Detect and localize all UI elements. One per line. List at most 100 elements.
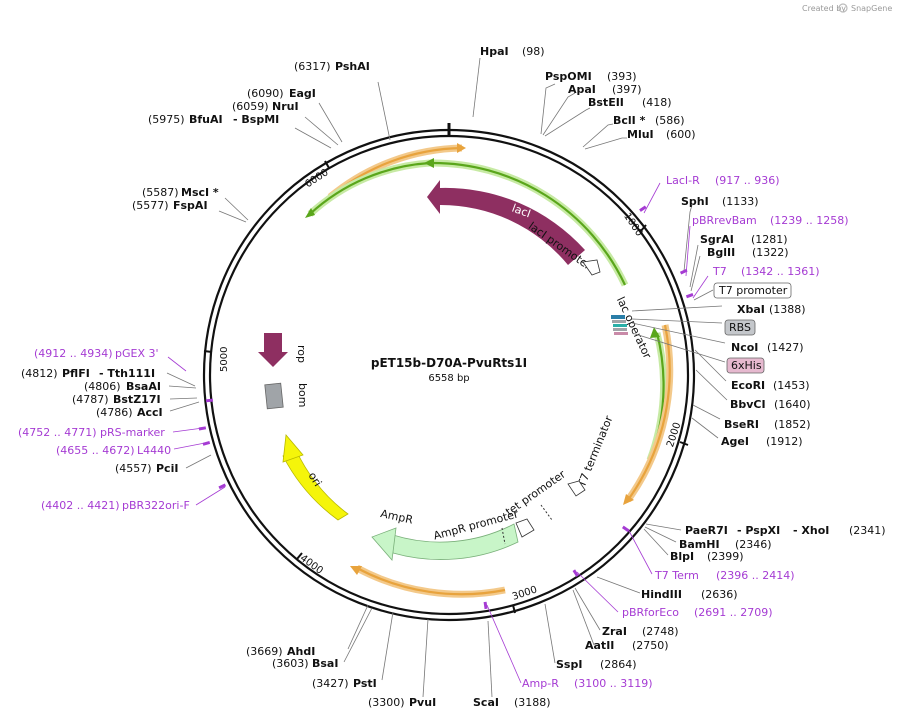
enz-fspai: FspAI (173, 199, 208, 212)
primer-t7: T7 (712, 265, 727, 278)
tick-6000 (324, 160, 330, 169)
enz-bfuai-pos: (5975) (148, 113, 185, 126)
green-arc-right (429, 161, 626, 286)
t7-promoter-box (713, 282, 792, 299)
enz-tth111i: - Tth111I (99, 367, 155, 380)
ori-label: ori (306, 470, 325, 489)
leaders-right (472, 57, 728, 698)
right-labels: HpaI (98) PspOMI (393) ApaI (397) BstEII… (473, 45, 886, 709)
ampr-promoter-arrow (515, 518, 535, 538)
enz-acci: AccI (137, 406, 163, 419)
tick-1000 (639, 224, 647, 233)
primer-pgex3: pGEX 3' (115, 347, 159, 360)
enz-bseri-pos: (1852) (774, 418, 811, 431)
primer-ticks (198, 205, 694, 610)
enz-agei-pos: (1912) (766, 435, 803, 448)
enz-scai-pos: (3188) (514, 696, 551, 709)
t7-terminator-arrow (567, 480, 586, 497)
enz-bamhi-pos: (2346) (735, 538, 772, 551)
enz-bsaai: BsaAI (126, 380, 161, 393)
enz-aatii: AatII (585, 639, 614, 652)
rbs-box (724, 319, 756, 336)
enz-mlui-pos: (600) (666, 128, 696, 141)
enz-sphi: SphI (681, 195, 709, 208)
enz-zrai: ZraI (602, 625, 627, 638)
t7-terminator-label: T7 terminator (575, 414, 616, 490)
primer-prs-marker: pRS-marker (100, 426, 165, 439)
enz-agei: AgeI (721, 435, 749, 448)
enz-pcii: PciI (156, 462, 178, 475)
enz-nrui-pos: (6059) (232, 100, 269, 113)
start-mark (613, 328, 627, 331)
primer-pgex3-range: (4912 .. 4934) (34, 347, 113, 360)
plasmid-name: pET15b-D70A-PvuRts1I (371, 356, 527, 370)
orange-arc-bottom-head (350, 566, 362, 575)
primer-laci-r-range: (917 .. 936) (715, 174, 780, 187)
primer-l4440: L4440 (137, 444, 171, 457)
enz-bsteii: BstEII (588, 96, 624, 109)
orange-arc-bottom-halo (355, 564, 506, 598)
rbs-mark (613, 324, 627, 327)
t7-promoter-box-label: T7 promoter (718, 284, 788, 297)
enz-fspai-pos: (5577) (132, 199, 169, 212)
enz-acci-pos: (4786) (96, 406, 133, 419)
enz-bstz17i: BstZ17I (113, 393, 161, 406)
laci-label: lacI (510, 202, 532, 221)
enz-pcii-pos: (4557) (115, 462, 152, 475)
enz-sgrai: SgrAI (700, 233, 734, 246)
green-arc-small-head (650, 327, 660, 338)
left-labels: (6317) PshAI (6090) EagI (6059) NruI (59… (18, 60, 436, 709)
enz-msci: MscI * (181, 186, 219, 199)
his-mark (614, 332, 628, 335)
ori-arrow-head (282, 434, 304, 463)
enz-bcli-pos: (586) (655, 114, 685, 127)
rop-label: rop (295, 345, 308, 363)
ampr-label: AmpR (379, 507, 414, 527)
enz-paer7i: PaeR7I (685, 524, 728, 537)
green-arc-left-head (305, 208, 315, 218)
enz-bcli: BclI * (613, 114, 646, 127)
enz-bsaai-pos: (4806) (84, 380, 121, 393)
enz-pspomi: PspOMI (545, 70, 592, 83)
enz-hpai: HpaI (480, 45, 509, 58)
enz-xhoi-pos: (2341) (849, 524, 886, 537)
tick-4000 (296, 552, 303, 560)
ampr-arrow-head (371, 527, 397, 561)
enz-pspomi-pos: (393) (607, 70, 637, 83)
laci-promoter-arrow (582, 259, 601, 276)
enz-bspmi: - BspMI (233, 113, 279, 126)
enz-blpi-pos: (2399) (707, 550, 744, 563)
laci-arrow-head (427, 180, 440, 214)
ori-arrow-body (282, 449, 349, 521)
tick-label-5000: 5000 (219, 347, 230, 372)
enz-apai-pos: (397) (612, 83, 642, 96)
green-arc-right-head (424, 158, 434, 168)
primer-t7-term-range: (2396 .. 2414) (716, 569, 795, 582)
enz-nrui: NruI (272, 100, 299, 113)
enz-pflfi: PflFI (62, 367, 90, 380)
orange-arc-top-head (457, 143, 466, 153)
enz-mlui: MluI (627, 128, 654, 141)
enz-bbvci: BbvCI (730, 398, 766, 411)
enz-eagi-pos: (6090) (247, 87, 284, 100)
his-box-label: 6xHis (731, 359, 762, 372)
green-arc-left (309, 161, 431, 215)
primer-amp-r: Amp-R (522, 677, 559, 690)
enz-hindiii-pos: (2636) (701, 588, 738, 601)
primer-l4440-range: (4655 .. 4672) (56, 444, 135, 457)
enz-ncoi: NcoI (731, 341, 758, 354)
enz-bstz17i-pos: (4787) (72, 393, 109, 406)
lac-operator-label: lac operator (614, 295, 654, 361)
enz-sgrai-pos: (1281) (751, 233, 788, 246)
enz-bsteii-pos: (418) (642, 96, 672, 109)
primer-pbrforeco-range: (2691 .. 2709) (694, 606, 773, 619)
bom-box (264, 382, 284, 410)
enz-bsai: BsaI (312, 657, 338, 670)
enz-ncoi-pos: (1427) (767, 341, 804, 354)
ampr-promoter-dash (501, 527, 506, 545)
enz-ecori-pos: (1453) (773, 379, 810, 392)
enz-bglii: BglII (707, 246, 735, 259)
enz-bamhi: BamHI (679, 538, 720, 551)
tick-5000 (203, 350, 213, 353)
